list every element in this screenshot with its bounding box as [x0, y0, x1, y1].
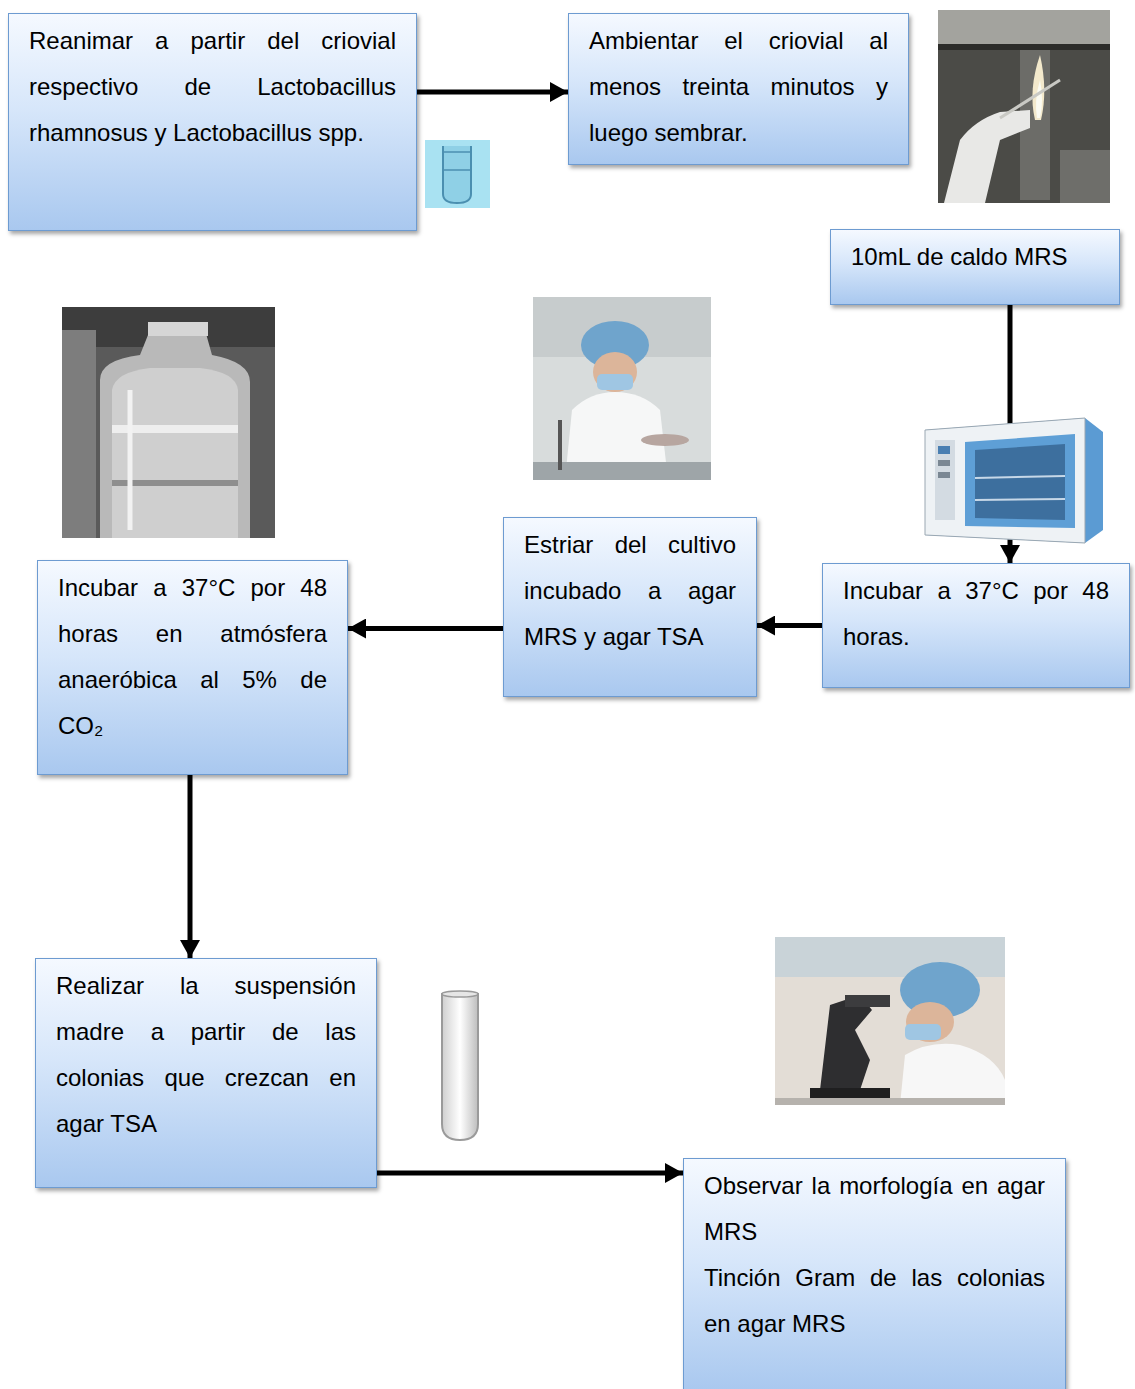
- anaerobic-jar-photo: [148, 322, 208, 336]
- hood-photo: [1036, 80, 1042, 118]
- process-box: Ambientar el criovial al menos treinta m…: [568, 13, 909, 165]
- cryovial-icon: [425, 140, 490, 208]
- test-tube-icon: [442, 991, 478, 997]
- microscope-photo: [775, 1098, 1005, 1105]
- lab-worker-photo: [593, 352, 637, 392]
- microscope-photo: [905, 1024, 941, 1040]
- incubator-icon: [938, 460, 950, 466]
- microscope-photo: [900, 1044, 1005, 1105]
- microscope-photo: [845, 995, 890, 1007]
- box-text: Reanimar a partir del criovial respectiv…: [29, 18, 396, 156]
- flow-arrow: [348, 626, 503, 631]
- anaerobic-jar-photo: [112, 368, 238, 538]
- box-text: Tinción Gram de las colonias en agar MRS: [704, 1255, 1045, 1347]
- box-text: Estriar del cultivo incubado a agar MRS …: [524, 522, 736, 660]
- process-box: Reanimar a partir del criovial respectiv…: [8, 13, 417, 231]
- hood-photo: [938, 10, 1110, 203]
- hood-photo: [938, 44, 1110, 50]
- lab-worker-photo: [558, 420, 562, 470]
- incubator-icon: [925, 418, 1103, 543]
- incubator-icon: [975, 499, 1065, 500]
- process-box: Realizar la suspensión madre a partir de…: [35, 958, 377, 1188]
- hood-photo: [938, 10, 1110, 44]
- box-text: Realizar la suspensión madre a partir de…: [56, 963, 356, 1147]
- microscope-photo: [906, 1002, 954, 1042]
- process-box: Incubar a 37°C por 48 horas.: [822, 563, 1130, 688]
- hood-photo: [938, 10, 1110, 203]
- flow-arrow: [757, 623, 822, 628]
- anaerobic-jar-photo: [128, 390, 133, 530]
- incubator-icon: [925, 418, 1085, 543]
- cryovial-icon: [443, 151, 471, 153]
- anaerobic-jar-photo: [62, 307, 275, 538]
- incubator-icon: [965, 434, 1075, 528]
- process-box: Estriar del cultivo incubado a agar MRS …: [503, 517, 757, 697]
- lab-worker-photo: [533, 297, 711, 480]
- cryovial-icon: [425, 140, 490, 208]
- anaerobic-jar-photo: [62, 330, 96, 538]
- test-tube-icon: [442, 991, 478, 1140]
- microscope-photo: [775, 937, 1005, 1105]
- anaerobic-jar-photo: [62, 307, 275, 538]
- flow-arrow: [188, 775, 193, 958]
- microscope-photo: [775, 937, 1005, 1105]
- incubator-icon: [935, 440, 955, 520]
- process-box: Incubar a 37°C por 48 horas en atmósfera…: [37, 560, 348, 775]
- anaerobic-jar-photo: [100, 330, 250, 538]
- flow-arrow: [377, 1171, 683, 1176]
- lab-worker-photo: [641, 434, 689, 446]
- cryovial-icon: [443, 146, 471, 203]
- hood-photo: [1060, 150, 1110, 203]
- lab-worker-photo: [597, 374, 633, 390]
- incubator-icon: [975, 476, 1065, 478]
- box-text: Incubar a 37°C por 48 horas.: [843, 568, 1109, 660]
- box-text: Ambientar el criovial al menos treinta m…: [589, 18, 888, 156]
- cryovial-icon: [443, 169, 471, 171]
- hood-photo: [1032, 55, 1044, 120]
- incubator-icon: [975, 444, 1065, 520]
- hood-photo: [1000, 80, 1060, 118]
- process-box: Observar la morfología en agar MRSTinció…: [683, 1158, 1066, 1389]
- box-text: 10mL de caldo MRS: [851, 234, 1099, 280]
- hood-photo: [944, 110, 1030, 203]
- flow-arrow: [417, 90, 568, 95]
- box-text: Incubar a 37°C por 48 horas en atmósfera…: [58, 565, 327, 749]
- lab-worker-photo: [533, 297, 711, 480]
- box-text: Observar la morfología en agar MRS: [704, 1163, 1045, 1255]
- test-tube-icon: [442, 994, 478, 1140]
- incubator-icon: [925, 418, 1103, 543]
- microscope-photo: [775, 937, 1005, 977]
- process-box: 10mL de caldo MRS: [830, 229, 1120, 305]
- microscope-photo: [820, 995, 872, 1090]
- incubator-icon: [938, 472, 950, 478]
- incubator-icon: [938, 446, 950, 454]
